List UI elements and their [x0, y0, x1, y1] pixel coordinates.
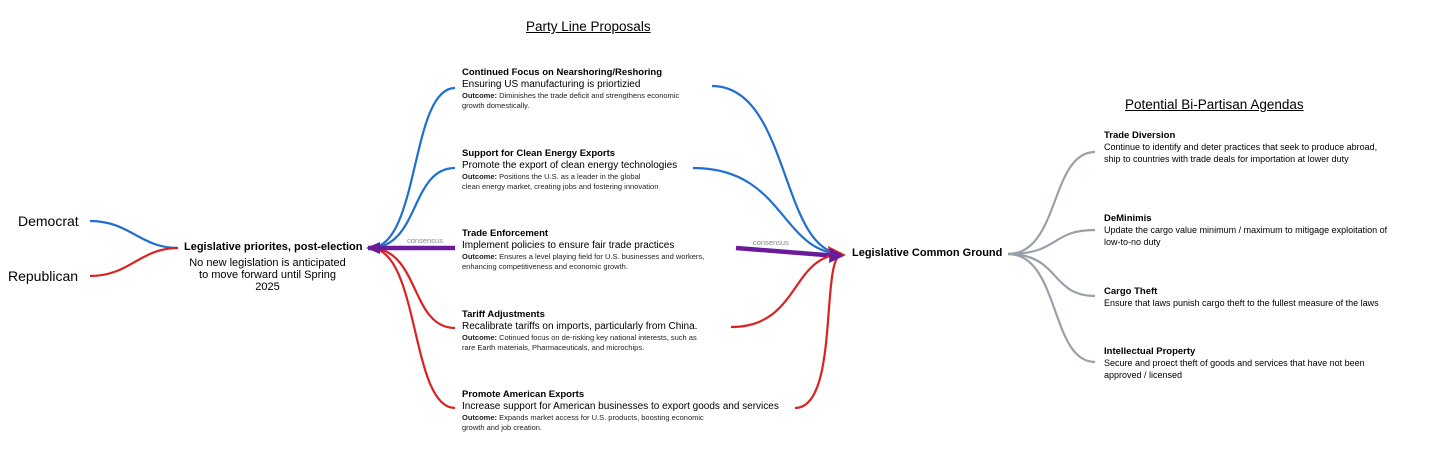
center-subtitle: No new legislation is anticipated to mov…	[180, 257, 355, 293]
agenda-deminimis: DeMinimis Update the cargo value minimum…	[1104, 213, 1414, 248]
common-ground-arrowhead-purple	[829, 248, 844, 263]
outcome-text-line-2: rare Earth materials, Pharmaceuticals, a…	[462, 343, 645, 352]
democrat-connector	[89, 219, 179, 250]
outcome-label: Outcome:	[462, 252, 498, 261]
proposal-outcome: Outcome: Cotinued focus on de-risking ke…	[462, 333, 792, 353]
consensus-label-left: consensus	[407, 236, 443, 245]
center-title: Legislative priorites, post-election	[184, 241, 363, 253]
outcome-text: Expands market access for U.S. products,…	[497, 413, 704, 422]
connector-trade-diversion	[1007, 150, 1096, 256]
proposal-clean-energy: Support for Clean Energy Exports Promote…	[462, 148, 792, 192]
democrat-label: Democrat	[18, 213, 79, 229]
outcome-text-line-2: enhancing competitiveness and economic g…	[462, 262, 628, 271]
proposal-description: Implement policies to ensure fair trade …	[462, 240, 675, 251]
agenda-title: Cargo Theft	[1104, 286, 1158, 297]
outcome-label: Outcome:	[462, 413, 498, 422]
agenda-intellectual-property: Intellectual Property Secure and proect …	[1104, 346, 1414, 381]
proposal-outcome: Outcome: Ensures a level playing field f…	[462, 252, 792, 272]
proposal-outcome: Outcome: Diminishes the trade deficit an…	[462, 91, 792, 111]
connector-american-exports	[369, 246, 456, 410]
connector-clean-energy	[369, 166, 456, 250]
proposal-trade-enforcement: Trade Enforcement Implement policies to …	[462, 228, 792, 272]
proposal-title: Promote American Exports	[462, 389, 585, 400]
proposal-description: Increase support for American businesses…	[462, 401, 779, 412]
outcome-text: Ensures a level playing field for U.S. b…	[497, 252, 705, 261]
agenda-cargo-theft: Cargo Theft Ensure that laws punish carg…	[1104, 286, 1414, 310]
proposal-american-exports: Promote American Exports Increase suppor…	[462, 389, 802, 433]
connector-tariffs	[369, 246, 456, 330]
agenda-line-1: Continue to identify and deter practices…	[1104, 142, 1378, 152]
proposal-outcome: Outcome: Positions the U.S. as a leader …	[462, 172, 792, 192]
agenda-title: Intellectual Property	[1104, 346, 1196, 357]
proposal-title: Support for Clean Energy Exports	[462, 148, 616, 159]
outcome-text-line-2: growth domestically.	[462, 101, 530, 110]
proposal-nearshoring: Continued Focus on Nearshoring/Reshoring…	[462, 67, 792, 111]
outcome-label: Outcome:	[462, 91, 498, 100]
proposal-outcome: Outcome: Expands market access for U.S. …	[462, 413, 802, 433]
outcome-text-line-2: growth and job creation.	[462, 423, 543, 432]
agenda-title: DeMinimis	[1104, 213, 1152, 224]
outcome-text: Positions the U.S. as a leader in the gl…	[497, 172, 641, 181]
proposal-description: Ensuring US manufacturing is priortizied	[462, 79, 641, 90]
common-ground-title: Legislative Common Ground	[852, 247, 1003, 259]
agenda-line-2: approved / licensed	[1104, 369, 1183, 380]
outcome-text: Diminishes the trade deficit and strengt…	[497, 91, 680, 100]
consensus-label-right: consensus	[753, 238, 789, 247]
agenda-line-1: Ensure that laws punish cargo theft to t…	[1104, 298, 1379, 308]
center-subtitle-line-3: 2025	[255, 281, 280, 293]
proposal-title: Tariff Adjustments	[462, 309, 545, 320]
agenda-line-2: low-to-no duty	[1104, 236, 1161, 247]
republican-label: Republican	[8, 268, 79, 284]
proposal-tariff-adjustments: Tariff Adjustments Recalibrate tariffs o…	[462, 309, 792, 353]
connector-deminimis	[1007, 228, 1096, 256]
connector-cargo-theft	[1007, 252, 1096, 298]
outcome-label: Outcome:	[462, 172, 498, 181]
connector-intellectual-property	[1007, 252, 1096, 364]
agenda-line-2: ship to countries with trade deals for i…	[1104, 153, 1349, 164]
party-line-heading: Party Line Proposals	[526, 19, 651, 34]
consensus-arrowhead-left	[366, 242, 380, 254]
connector-american-exports-right	[794, 252, 843, 410]
agenda-title: Trade Diversion	[1104, 130, 1176, 141]
connector-tariffs-right	[730, 252, 843, 329]
proposal-title: Trade Enforcement	[462, 228, 549, 239]
connector-nearshoring-right	[711, 84, 843, 256]
connector-nearshoring	[369, 86, 456, 250]
agenda-line-1: Secure and proect theft of goods and ser…	[1104, 358, 1365, 368]
outcome-label: Outcome:	[462, 333, 498, 342]
republican-connector	[89, 246, 179, 278]
connector-clean-energy-right	[692, 166, 843, 256]
connector-trade-enforcement-right	[735, 245, 839, 259]
outcome-text-line-2: clean energy market, creating jobs and f…	[462, 182, 659, 191]
center-subtitle-line-1: No new legislation is anticipated	[189, 257, 346, 269]
bipartisan-heading: Potential Bi-Partisan Agendas	[1125, 97, 1304, 112]
center-subtitle-line-2: to move forward until Spring	[199, 269, 336, 281]
outcome-text: Cotinued focus on de-risking key nationa…	[497, 333, 697, 342]
proposal-description: Recalibrate tariffs on imports, particul…	[462, 321, 698, 332]
agenda-trade-diversion: Trade Diversion Continue to identify and…	[1104, 130, 1414, 165]
proposal-description: Promote the export of clean energy techn…	[462, 160, 678, 171]
agenda-line-1: Update the cargo value minimum / maximum…	[1104, 225, 1388, 235]
proposal-title: Continued Focus on Nearshoring/Reshoring	[462, 67, 663, 78]
